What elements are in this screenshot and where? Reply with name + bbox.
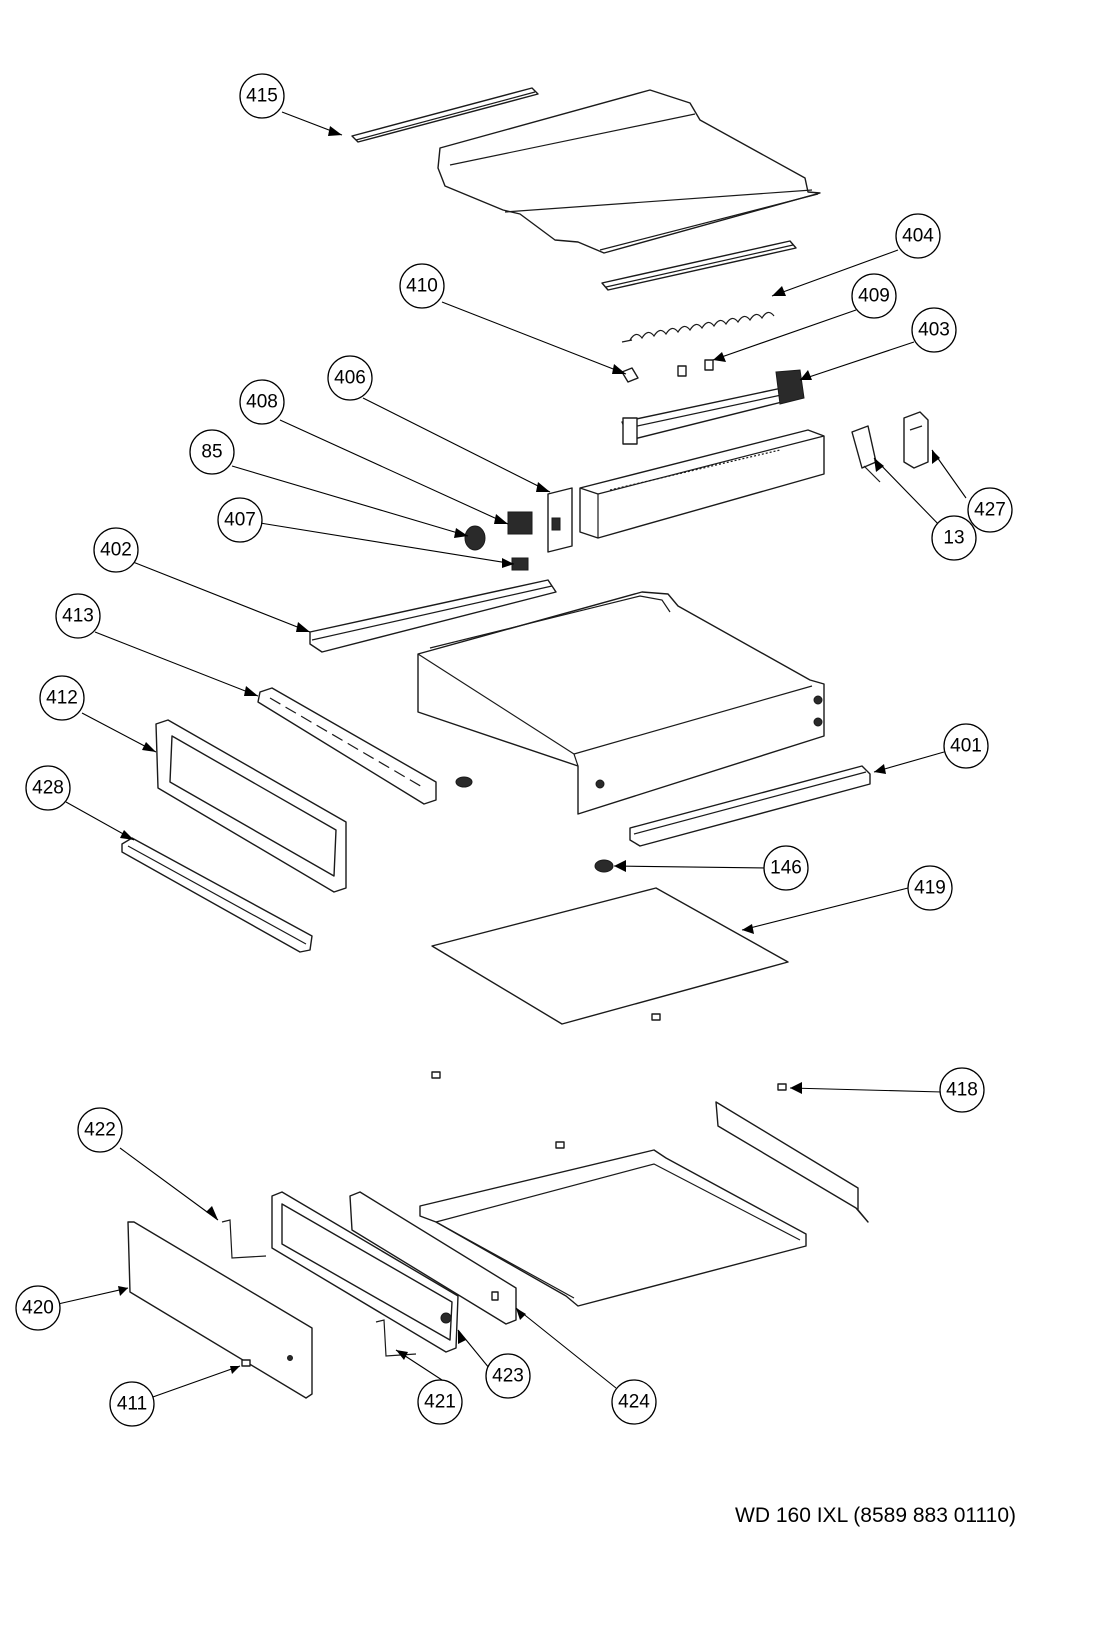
- callout-409: 409: [851, 273, 897, 319]
- part-422-bracket: [221, 1219, 267, 1259]
- callout-label: 424: [618, 1392, 650, 1413]
- callout-407: 407: [217, 497, 263, 543]
- part-410-clip: [621, 367, 639, 383]
- part-406-control-plate: [547, 487, 573, 553]
- small-glide: [455, 776, 473, 788]
- callout-424: 424: [611, 1379, 657, 1425]
- model-caption: WD 160 IXL (8589 883 01110): [735, 1504, 1016, 1527]
- part-419-bottom-plate: [431, 887, 789, 1025]
- leader-lines: [57, 111, 967, 1399]
- part-403-fan-housing: [621, 369, 805, 445]
- callout-label: 407: [224, 510, 256, 531]
- callout-423: 423: [485, 1353, 531, 1399]
- callout-label: 427: [974, 500, 1006, 521]
- callout-label: 420: [22, 1298, 54, 1319]
- part-404-heating-coil: [621, 311, 775, 343]
- small-pin: [491, 1291, 499, 1301]
- callout-label: 406: [334, 368, 366, 389]
- callout-label: 413: [62, 606, 94, 627]
- callout-421: 421: [417, 1379, 463, 1425]
- top-cover-panel: [437, 89, 821, 254]
- part-423-frame: [271, 1191, 459, 1353]
- part-408-switch: [507, 511, 533, 535]
- part-411-pin: [241, 1359, 251, 1367]
- callout-label: 402: [100, 540, 132, 561]
- callout-label: 411: [117, 1394, 147, 1415]
- part-415-strip: [351, 87, 539, 143]
- callout-label: 408: [246, 392, 278, 413]
- callout-label: 401: [950, 736, 982, 757]
- callout-label: 13: [943, 528, 964, 549]
- base-tray: [419, 1149, 807, 1307]
- part-427-bracket: [903, 411, 929, 469]
- callout-label: 418: [946, 1080, 978, 1101]
- callout-13: 13: [931, 515, 977, 561]
- part-424-panel: [349, 1191, 517, 1325]
- top-cover-strip: [601, 240, 797, 291]
- callout-label: 404: [902, 226, 934, 247]
- callout-label: 419: [914, 878, 946, 899]
- callout-413: 413: [55, 593, 101, 639]
- callout-419: 419: [907, 865, 953, 911]
- rear-panel: [715, 1101, 869, 1223]
- callout-406: 406: [327, 355, 373, 401]
- callout-label: 421: [424, 1392, 456, 1413]
- parts-layer: [121, 87, 929, 1399]
- callout-408: 408: [239, 379, 285, 425]
- part-401-rail: [629, 765, 871, 847]
- part-409-clip: [704, 359, 714, 371]
- callout-label: 422: [84, 1120, 116, 1141]
- callout-418: 418: [939, 1067, 985, 1113]
- callout-411: 411: [109, 1381, 155, 1427]
- part-412-frame: [155, 719, 347, 893]
- callout-415: 415: [239, 73, 285, 119]
- callout-404: 404: [895, 213, 941, 259]
- part-146-glide: [594, 859, 614, 873]
- callout-420: 420: [15, 1285, 61, 1331]
- part-402-rail: [309, 579, 557, 653]
- small-clip: [677, 365, 687, 377]
- callout-label: 415: [246, 86, 278, 107]
- callout-403: 403: [911, 307, 957, 353]
- callout-428: 428: [25, 765, 71, 811]
- callout-label: 428: [32, 778, 64, 799]
- heater-housing-box: [579, 429, 825, 539]
- part-420-front-panel: [127, 1221, 313, 1399]
- part-13-thermostat: [851, 425, 881, 483]
- callout-label: 410: [406, 276, 438, 297]
- part-418-pads: [431, 1071, 787, 1149]
- callout-146: 146: [763, 845, 809, 891]
- callout-401: 401: [943, 723, 989, 769]
- callout-label: 423: [492, 1366, 524, 1387]
- part-407-lamp: [511, 557, 529, 571]
- part-413-rail: [257, 687, 437, 805]
- callout-427: 427: [967, 487, 1013, 533]
- callout-label: 403: [918, 320, 950, 341]
- callout-402: 402: [93, 527, 139, 573]
- part-85-knob: [464, 525, 486, 551]
- callout-label: 85: [201, 442, 222, 463]
- callout-label: 412: [46, 688, 78, 709]
- drawer-body: [417, 591, 825, 815]
- callout-412: 412: [39, 675, 85, 721]
- callout-85: 85: [189, 429, 235, 475]
- callout-422: 422: [77, 1107, 123, 1153]
- callout-label: 146: [770, 858, 802, 879]
- callout-410: 410: [399, 263, 445, 309]
- callout-label: 409: [858, 286, 890, 307]
- arrow-heads: [118, 126, 940, 1374]
